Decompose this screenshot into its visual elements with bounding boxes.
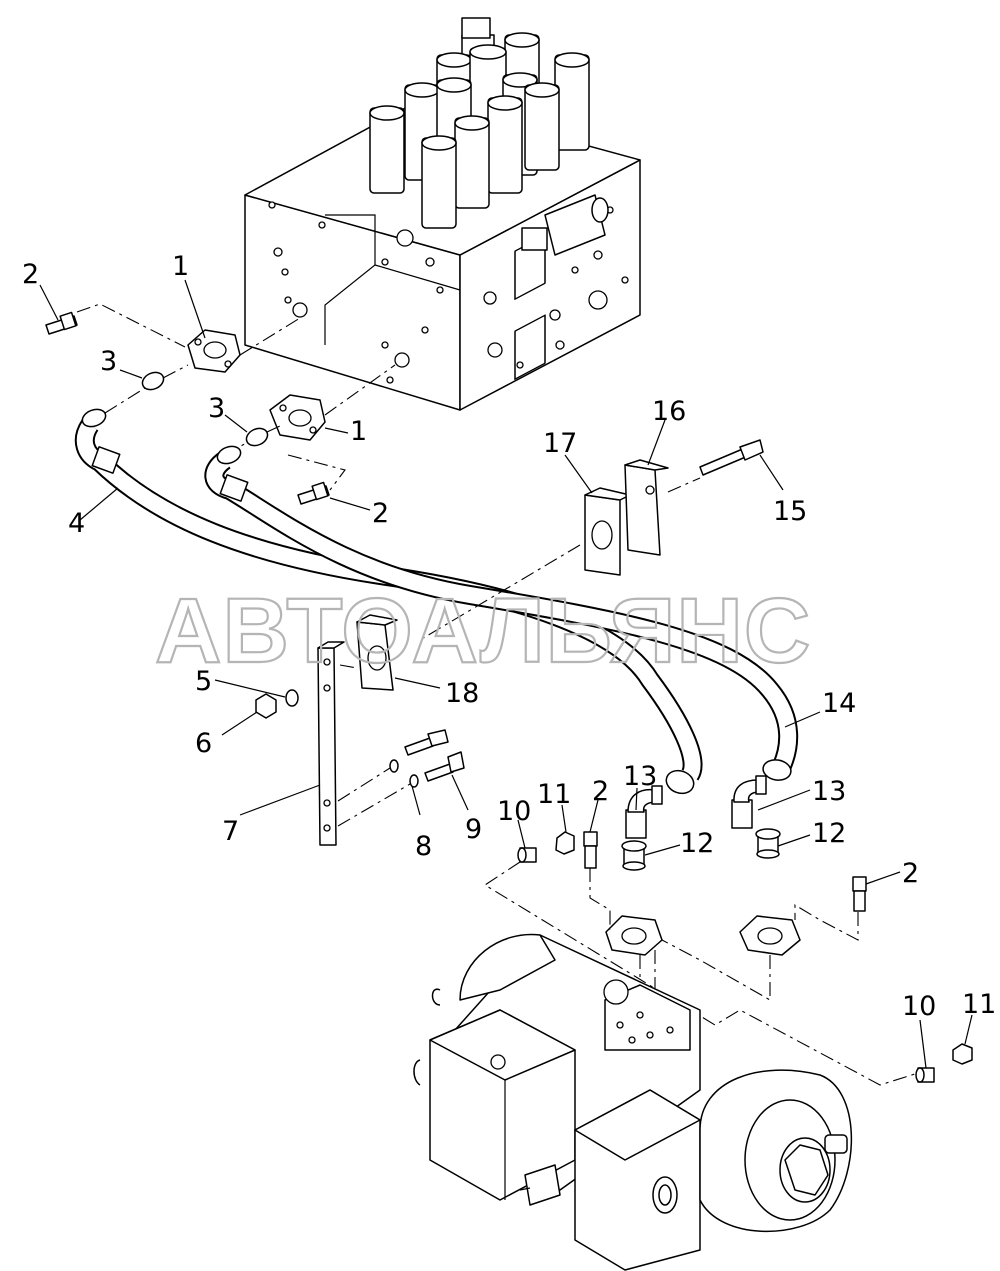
watermark: АВТОАЛЬЯНС — [155, 580, 811, 682]
callout-16: 16 — [652, 396, 686, 427]
elbow-13-right — [731, 775, 767, 829]
callout-14: 14 — [822, 688, 856, 719]
callout-1: 1 — [172, 251, 189, 282]
bolt-2-lower-left — [583, 831, 598, 869]
elbow-13-left — [625, 785, 663, 839]
callout-12: 12 — [680, 828, 714, 859]
control-valve-block — [244, 17, 641, 411]
o-ring-3-top — [141, 371, 165, 391]
callout-2: 2 — [902, 858, 919, 889]
callout-5: 5 — [195, 666, 212, 697]
leader-lines — [39, 279, 973, 1069]
callout-numbers: 1 1 2 2 2 2 3 3 4 5 6 7 8 9 10 10 11 11 … — [22, 251, 996, 1022]
callout-9: 9 — [465, 814, 482, 845]
callout-4: 4 — [68, 508, 85, 539]
adapter-12-left — [621, 840, 647, 871]
callout-15: 15 — [773, 496, 807, 527]
callout-3: 3 — [100, 346, 117, 377]
callout-17: 17 — [543, 428, 577, 459]
upper-flange-1 — [187, 329, 241, 373]
callout-6: 6 — [195, 728, 212, 759]
callout-7: 7 — [222, 816, 239, 847]
bolt-15 — [699, 439, 764, 476]
fitting-10-right — [915, 1067, 935, 1083]
mount-strap-7 — [317, 641, 345, 846]
callout-2: 2 — [372, 498, 389, 529]
callout-3: 3 — [208, 393, 225, 424]
lower-flange-left — [605, 915, 663, 956]
fitting-10-left — [517, 847, 537, 863]
callout-13: 13 — [812, 776, 846, 807]
callout-11: 11 — [962, 989, 996, 1020]
callout-1: 1 — [350, 416, 367, 447]
callout-10: 10 — [902, 991, 936, 1022]
clamp-block-18 — [356, 614, 398, 691]
callout-8: 8 — [415, 831, 432, 862]
hydraulic-pump — [413, 933, 853, 1271]
callout-12: 12 — [812, 818, 846, 849]
bolt-2-mid — [297, 481, 330, 505]
solenoid-cartridges — [369, 17, 590, 229]
adapter-12-right — [755, 828, 781, 859]
callout-13: 13 — [623, 761, 657, 792]
callout-11: 11 — [537, 779, 571, 810]
washer-8-lower — [409, 774, 419, 788]
nut-6 — [255, 693, 277, 719]
callout-2: 2 — [592, 776, 609, 807]
hose-14 — [204, 445, 799, 781]
callout-10: 10 — [497, 796, 531, 827]
clamp-block-17 — [584, 487, 631, 576]
bolt-2-lower-right — [852, 876, 867, 912]
washer-5 — [285, 689, 299, 707]
upper-flange-2 — [269, 394, 326, 441]
clamp-bracket-16 — [624, 459, 669, 556]
bolt-9-upper — [404, 729, 449, 756]
o-ring-3-mid — [245, 427, 269, 447]
washer-8-upper — [389, 759, 399, 773]
bolt-2-top — [45, 311, 78, 335]
callout-18: 18 — [445, 678, 479, 709]
bolt-9-lower — [424, 751, 465, 782]
callout-2: 2 — [22, 259, 39, 290]
fitting-11-left — [555, 831, 575, 855]
lower-flange-right — [739, 915, 801, 956]
fitting-11-right — [952, 1043, 973, 1065]
